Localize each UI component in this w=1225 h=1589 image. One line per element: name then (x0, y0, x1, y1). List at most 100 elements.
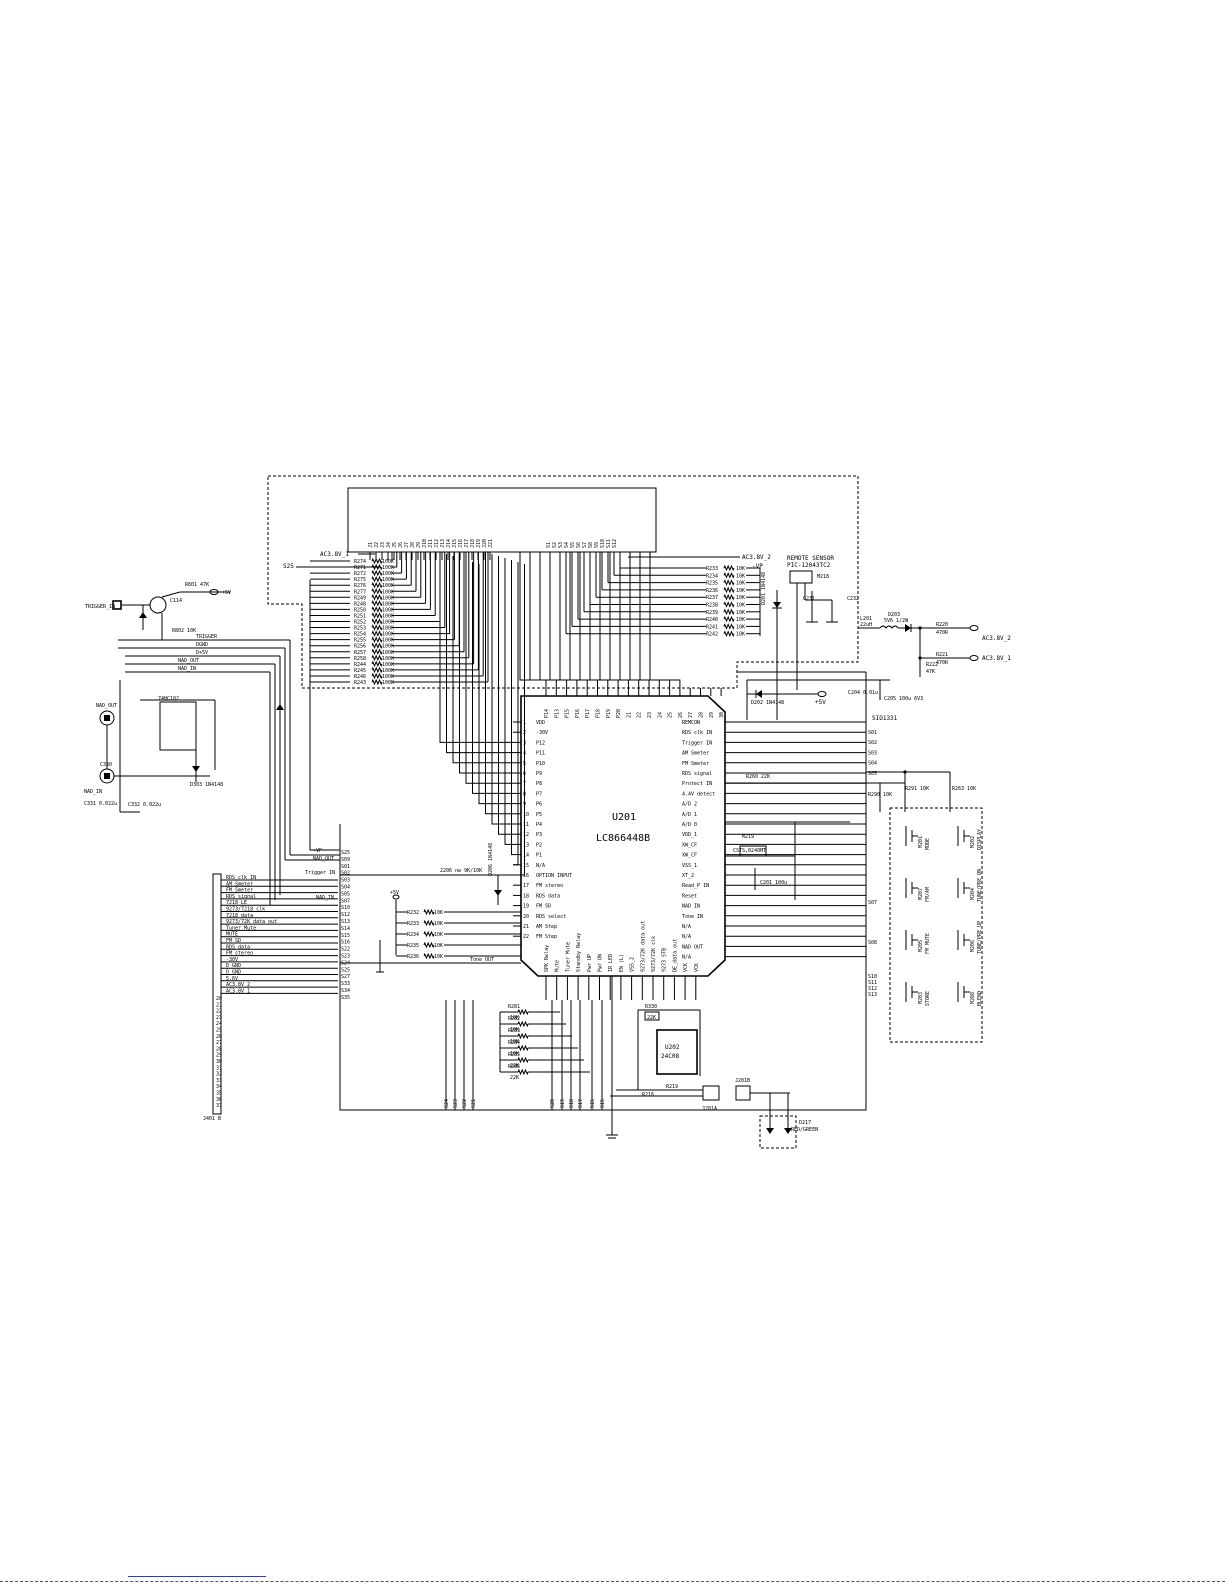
display-pin-label-right: S11 (606, 539, 612, 548)
mcu-left-pin-number: 10 (523, 812, 529, 818)
grid-res-right-val: 10K (736, 617, 745, 623)
grid-res-right-symbol (723, 586, 735, 594)
c331-label: C331 0.022u (84, 801, 117, 807)
mcu-right-pin-label: Trigger IN (682, 740, 712, 746)
grid-res-val: 100K (382, 680, 394, 686)
vp-label: -VP (752, 563, 763, 570)
bus-wire (498, 556, 513, 835)
s-connector-label: S05 (341, 891, 350, 897)
mcu-left-pin-label: FM stereo (536, 883, 563, 889)
r330-val: 22K (647, 1015, 656, 1021)
mcu-top-pin-label: P15 (565, 709, 571, 718)
display-pin-label: J10 (422, 539, 428, 548)
mcu-bottom-pin-label: IR LED (608, 954, 614, 972)
bus-wire (478, 564, 513, 805)
bus-wire-top (619, 552, 650, 688)
grid-res-symbol (371, 630, 383, 637)
grid-res-ref: R258 (354, 656, 366, 662)
button-ref: M204 (970, 888, 976, 900)
led-desc: RED/GREEN (791, 1127, 818, 1133)
display-pin-label-right: S7 (582, 542, 588, 548)
s-connector-label: S35 (341, 995, 350, 1001)
r801-label: R801 47K (185, 582, 209, 588)
j401-pin-number: 32 (216, 1072, 222, 1078)
bottom-res-symbol (517, 1008, 529, 1016)
c205-label: C205 100u 6V3 (884, 696, 923, 702)
j401-pin-number: 25 (216, 1028, 222, 1034)
mcu-left-pin-number: 13 (523, 842, 529, 848)
grid-res-symbol (371, 624, 383, 631)
grid-res-symbol (371, 642, 383, 650)
bus-wire-top (639, 552, 671, 688)
mcu-left-pin-label: P4 (536, 822, 542, 828)
grid-res-val: 100K (382, 565, 394, 571)
bottom-res-ref: R281 (508, 1004, 520, 1010)
mcu-left-pin-label: P11 (536, 751, 545, 757)
p5-label-mcu: +5V (815, 699, 826, 706)
j401-pin-label: RDS clk IN (226, 875, 256, 881)
display-pin-label-right: S3 (558, 542, 564, 548)
display-pin-label: J3 (380, 542, 386, 548)
ac1-label-top: AC3.8V_1 (320, 551, 349, 558)
grid-res-val: 100K (382, 644, 394, 650)
mcu-left-pin-number: 16 (523, 873, 529, 879)
j401-pin-number: 31 (216, 1065, 222, 1071)
button-label: DISPLAY (977, 829, 983, 850)
grid-res-right-symbol (723, 601, 735, 608)
remote-sensor-block: REMOTE SENSOR PIC-12043TC2 M218 C231 C23… (787, 555, 859, 690)
j401-pin-number: 37 (216, 1103, 222, 1109)
bottom-net-label: S24 (444, 1099, 450, 1108)
display-pin-label: J14 (446, 539, 452, 548)
mcu-right-pin-label: REMCON (682, 720, 700, 726)
s-connector-label: S04 (341, 885, 350, 891)
lower-left-resistors: +5V (376, 890, 400, 973)
display-pin-label-right: S2 (552, 542, 558, 548)
mcu-left-pin-label: P6 (536, 802, 542, 808)
display-pin-label: J11 (428, 539, 434, 548)
button-ref: M205 (918, 940, 924, 952)
mcu-right-pin-label: RDS signal (682, 771, 712, 777)
mcu-bottom-pin-label: Mute (555, 960, 561, 972)
grid-res-symbol (371, 612, 383, 619)
j401-pin-number: 21 (216, 1002, 222, 1008)
grid-res-ref: R257 (354, 650, 366, 656)
mcu-top-pin-label: P14 (544, 709, 550, 718)
grid-res-right-ref: R239 (706, 610, 718, 616)
right-s-label: S04 (868, 761, 877, 767)
lower-res-ref: R232 (407, 910, 419, 916)
display-pin-label-right: S9 (594, 542, 600, 548)
grid-res-val: 100K (382, 656, 394, 662)
bus-wire (452, 556, 513, 764)
j401-pin-number: 34 (216, 1084, 222, 1090)
display-pin-label: J16 (458, 539, 464, 548)
right-s-label: S10 (868, 974, 877, 980)
grid-res-right-ref: R235 (706, 581, 718, 587)
mcu-top-pin-label: P19 (606, 709, 612, 718)
display-pin-label: J2 (374, 542, 380, 548)
j401-pin-label: D_GND (226, 970, 241, 976)
grid-res-val: 100K (382, 607, 394, 613)
mcu-right-pin-label: NAD OUT (682, 944, 703, 950)
grid-res-right-ref: R233 (706, 566, 718, 572)
bus-wire-top (559, 552, 588, 688)
bottom-res-ref: R285 (508, 1052, 520, 1058)
transistor-label: C114 (170, 598, 182, 604)
crystal-part: CSTS,0240MT (733, 848, 766, 854)
bottom-res-ref: R282 (508, 1016, 520, 1022)
grid-res-ref: R248 (354, 601, 366, 607)
grid-res-right-ref: R236 (706, 588, 718, 594)
bus-wire-top (549, 552, 578, 688)
grid-res-symbol (371, 654, 383, 662)
mcu-top-pin-label: 22 (637, 712, 643, 718)
j401-pin-number: 30 (216, 1059, 222, 1065)
c201-label: C201 100u (760, 880, 787, 886)
display-pin-label: J13 (440, 539, 446, 548)
mcu-left-pin-label: AM Step (536, 924, 557, 930)
s-connector-label: S27 (341, 974, 350, 980)
s-connector-label: S07 (341, 898, 350, 904)
bottom-res-val: 10K (510, 1015, 519, 1021)
mcu-bottom-pin-label: VCK (683, 963, 689, 972)
button-ref: M203 (918, 992, 924, 1004)
grid-res-right-symbol (723, 564, 735, 572)
